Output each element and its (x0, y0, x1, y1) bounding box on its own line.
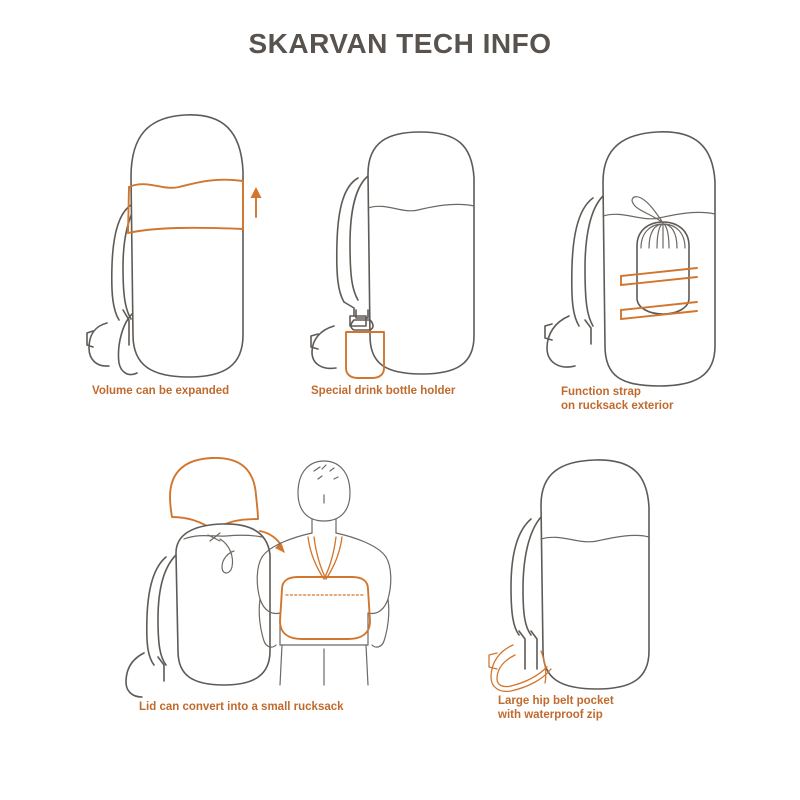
person-head (297, 460, 351, 522)
illustration-lid-convert (125, 457, 392, 698)
hip-belt-buckle (86, 330, 94, 348)
hip-belt (546, 315, 576, 368)
hip-belt (125, 652, 145, 698)
strap-adjuster-right (530, 630, 538, 670)
hip-belt-pocket-inner (496, 654, 548, 688)
pack-body (367, 131, 475, 375)
page-title: SKARVAN TECH INFO (248, 28, 552, 59)
sack-gather-line-5 (662, 223, 678, 249)
collar-top-line (128, 178, 244, 189)
function-strap-upper-bottom (620, 276, 698, 286)
caption-drink-bottle-holder: Special drink bottle holder (311, 385, 456, 397)
illustration-volume-expansion (86, 114, 262, 378)
function-strap-upper-top (620, 267, 698, 277)
lid-seam (540, 534, 650, 543)
collar-left-edge (127, 186, 130, 234)
shoulder-strap-front (522, 516, 542, 636)
shoulder-strap-front (157, 554, 177, 666)
daypack-strap-right-inner (323, 536, 337, 580)
illustration-hip-belt-pocket (488, 459, 650, 693)
person-neck (311, 518, 337, 534)
closure-knot (207, 532, 221, 542)
daypack-strap-right-outer (325, 536, 343, 580)
panel-hip-belt-pocket (485, 455, 685, 695)
strap-adjuster (122, 309, 130, 346)
person-legs (279, 644, 369, 686)
panel-lid-convert (125, 445, 430, 698)
cinch-cord-loop (631, 196, 664, 224)
shoulder-strap-front (349, 175, 369, 301)
hip-belt-buckle (544, 323, 553, 341)
strap-buckle (349, 315, 367, 327)
shoulder-strap-back (145, 556, 167, 666)
strap-adjuster (343, 301, 355, 317)
illustration-drink-bottle-holder (310, 131, 475, 379)
shoulder-strap-back (110, 204, 132, 321)
caption-hip-belt-pocket: Large hip belt pocket with waterproof zi… (498, 695, 614, 721)
panel-volume-expansion (85, 105, 285, 380)
function-strap-lower-bottom (620, 310, 698, 320)
hip-belt-buckle (488, 652, 498, 670)
hip-belt-pocket-outer (490, 644, 552, 693)
pack-body (130, 114, 244, 378)
person-arm-right (371, 598, 390, 648)
hip-belt-zip (540, 650, 547, 684)
shoulder-strap-outer (117, 309, 138, 376)
detached-lid (169, 457, 259, 532)
pack-body (175, 523, 271, 686)
bottle-pocket (345, 331, 385, 379)
bottle-cap (355, 309, 369, 319)
person-torso-right (335, 532, 392, 646)
transfer-arrow-icon (259, 530, 285, 553)
person-arm-left (258, 598, 277, 648)
caption-lid-convert: Lid can convert into a small rucksack (139, 701, 344, 713)
pack-body (540, 459, 650, 690)
illustration-function-strap (544, 131, 716, 387)
person-hair (313, 464, 339, 480)
shoulder-strap-back (510, 518, 532, 636)
sack-gather-line-2 (656, 223, 664, 249)
hip-belt (88, 322, 110, 367)
top-closure-line (183, 534, 263, 540)
strap-adjuster-left (518, 630, 526, 670)
lid-seam (367, 203, 475, 212)
strap-adjuster (157, 656, 165, 682)
hip-belt-buckle (310, 333, 319, 350)
stuff-sack-body (636, 221, 690, 315)
shoulder-strap-back (570, 197, 594, 327)
daypack-strap-left-outer (307, 536, 325, 580)
panel-drink-bottle-holder (310, 130, 510, 380)
bottle-neck (350, 319, 374, 331)
expand-up-arrow-icon (250, 187, 262, 218)
caption-volume-expansion: Volume can be expanded (92, 385, 230, 397)
shoulder-strap-front (584, 195, 604, 327)
collar-bottom-line (127, 226, 244, 234)
strap-adjuster (584, 319, 592, 345)
shoulder-strap-back (335, 177, 359, 303)
daypack-strap-left-inner (313, 536, 327, 580)
daypack-body (279, 576, 371, 640)
panel-function-strap (544, 120, 755, 390)
closure-cord (219, 538, 235, 574)
hip-belt (311, 325, 337, 370)
person-torso-left (256, 532, 313, 646)
caption-function-strap: Function strap on rucksack exterior (561, 386, 674, 412)
function-strap-lower-top (620, 301, 698, 311)
